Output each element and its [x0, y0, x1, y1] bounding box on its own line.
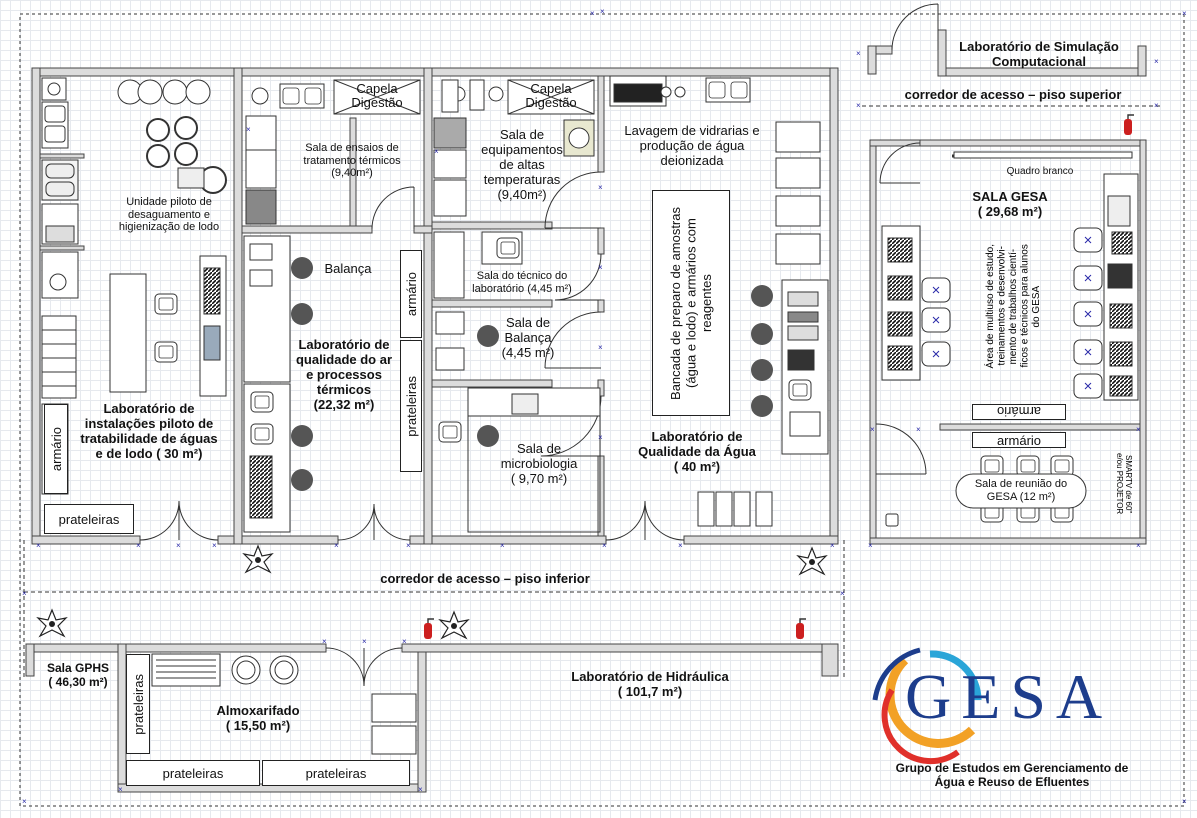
svg-text:×: × — [1136, 541, 1141, 550]
prateleiras-5-label: prateleiras — [305, 765, 367, 781]
label-microbiologia: Sala de microbiologia ( 9,70 m²) — [500, 441, 578, 486]
svg-text:×: × — [840, 589, 845, 598]
label-lab-piloto: Laboratório de instalações piloto de tra… — [80, 401, 218, 461]
svg-text:×: × — [598, 433, 603, 442]
armario-4-label: armário — [996, 432, 1042, 448]
svg-text:×: × — [830, 541, 835, 550]
prateleiras-4: prateleiras — [126, 760, 260, 786]
label-corredor-superior: corredor de acesso – piso superior — [904, 87, 1122, 102]
svg-text:×: × — [212, 541, 217, 550]
armario-4: armário — [972, 432, 1066, 448]
svg-text:×: × — [334, 541, 339, 550]
svg-text:×: × — [598, 263, 603, 272]
label-capela-1: Capela Digestão — [351, 81, 403, 110]
prateleiras-3-label: prateleiras — [130, 673, 146, 735]
svg-text:×: × — [500, 541, 505, 550]
smart-tv: SMARTV de 60" e/ou PROJETOR — [1110, 446, 1138, 522]
label-quadro-branco: Quadro branco — [1006, 166, 1074, 177]
svg-text:×: × — [916, 425, 921, 434]
svg-text:×: × — [598, 343, 603, 352]
svg-text:×: × — [36, 541, 41, 550]
label-balanca: Balança — [324, 261, 372, 276]
svg-text:×: × — [246, 125, 251, 134]
svg-text:×: × — [136, 541, 141, 550]
svg-text:×: × — [856, 101, 861, 110]
svg-text:×: × — [602, 541, 607, 550]
gesa-logo-text: GESA — [905, 661, 1113, 732]
armario-3: armário — [972, 404, 1066, 420]
gesa-logo-swoosh — [872, 647, 982, 765]
svg-text:×: × — [362, 637, 367, 646]
label-smart-tv: SMARTV de 60" e/ou PROJETOR — [1115, 453, 1133, 515]
svg-text:×: × — [598, 183, 603, 192]
svg-text:×: × — [434, 147, 439, 156]
prateleiras-1: prateleiras — [400, 340, 422, 472]
label-sim-computacional: Laboratório de Simulação Computacional — [959, 39, 1119, 69]
svg-text:×: × — [1154, 101, 1159, 110]
label-lab-agua: Laboratório de Qualidade da Água ( 40 m²… — [638, 429, 756, 474]
area-multiuso: Área de multiuso de estudo, treinamentos… — [972, 226, 1056, 386]
svg-text:×: × — [1136, 425, 1141, 434]
label-altas-temp: Sala de equipamentos de altas temperatur… — [481, 127, 563, 202]
armario-2-label: armário — [48, 426, 64, 472]
svg-text:×: × — [856, 49, 861, 58]
svg-text:×: × — [1154, 57, 1159, 66]
label-capela-2: Capela Digestão — [525, 81, 577, 110]
svg-text:×: × — [868, 541, 873, 550]
label-lab-ar: Laboratório de qualidade do ar e process… — [295, 337, 393, 412]
svg-text:×: × — [870, 425, 875, 434]
svg-text:×: × — [1182, 797, 1187, 806]
label-lavagem: Lavagem de vidrarias e produção de água … — [624, 123, 760, 168]
prateleiras-5: prateleiras — [262, 760, 410, 786]
svg-text:×: × — [118, 785, 123, 794]
svg-text:×: × — [418, 785, 423, 794]
prateleiras-2-label: prateleiras — [58, 511, 120, 527]
armario-1: armário — [400, 250, 422, 338]
label-corredor-inferior: corredor de acesso – piso inferior — [380, 571, 590, 586]
label-sala-ensaios: Sala de ensaios de tratamento térmicos (… — [303, 142, 401, 180]
label-sala-balanca: Sala de Balança (4,45 m²) — [501, 315, 555, 360]
armario-1-label: armário — [403, 271, 419, 317]
label-sala-tecnico: Sala do técnico do laboratório (4,45 m²) — [472, 270, 572, 295]
svg-text:×: × — [1182, 9, 1187, 18]
prateleiras-1-label: prateleiras — [403, 375, 419, 437]
prateleiras-3: prateleiras — [126, 654, 150, 754]
label-sala-gesa: SALA GESA ( 29,68 m²) — [972, 189, 1048, 219]
svg-text:×: × — [322, 637, 327, 646]
label-lab-hidraulica: Laboratório de Hidráulica ( 101,7 m²) — [571, 669, 729, 699]
label-almoxarifado: Almoxarifado ( 15,50 m²) — [216, 703, 300, 733]
svg-text:×: × — [678, 541, 683, 550]
svg-text:×: × — [22, 797, 27, 806]
gesa-caption: Grupo de Estudos em Gerenciamento de Águ… — [895, 761, 1129, 789]
prateleiras-4-label: prateleiras — [162, 765, 224, 781]
armario-3-label: armário — [996, 404, 1042, 420]
svg-text:×: × — [176, 541, 181, 550]
svg-text:×: × — [22, 589, 27, 598]
svg-text:×: × — [590, 9, 595, 18]
armario-2: armário — [44, 404, 68, 494]
svg-text:×: × — [406, 541, 411, 550]
label-area-multiuso: Área de multiuso de estudo, treinamentos… — [985, 243, 1043, 369]
svg-text:×: × — [402, 637, 407, 646]
label-sala-reuniao: Sala de reunião do GESA (12 m²) — [974, 478, 1068, 503]
prateleiras-2: prateleiras — [44, 504, 134, 534]
label-bancada: Bancada de preparo de amostras (água e l… — [667, 206, 714, 400]
svg-text:×: × — [600, 7, 605, 16]
label-unidade-piloto: Unidade piloto de desaguamento e higieni… — [118, 196, 220, 234]
label-sala-gphs: Sala GPHS ( 46,30 m²) — [46, 661, 110, 689]
bancada-preparo: Bancada de preparo de amostras (água e l… — [652, 190, 730, 416]
